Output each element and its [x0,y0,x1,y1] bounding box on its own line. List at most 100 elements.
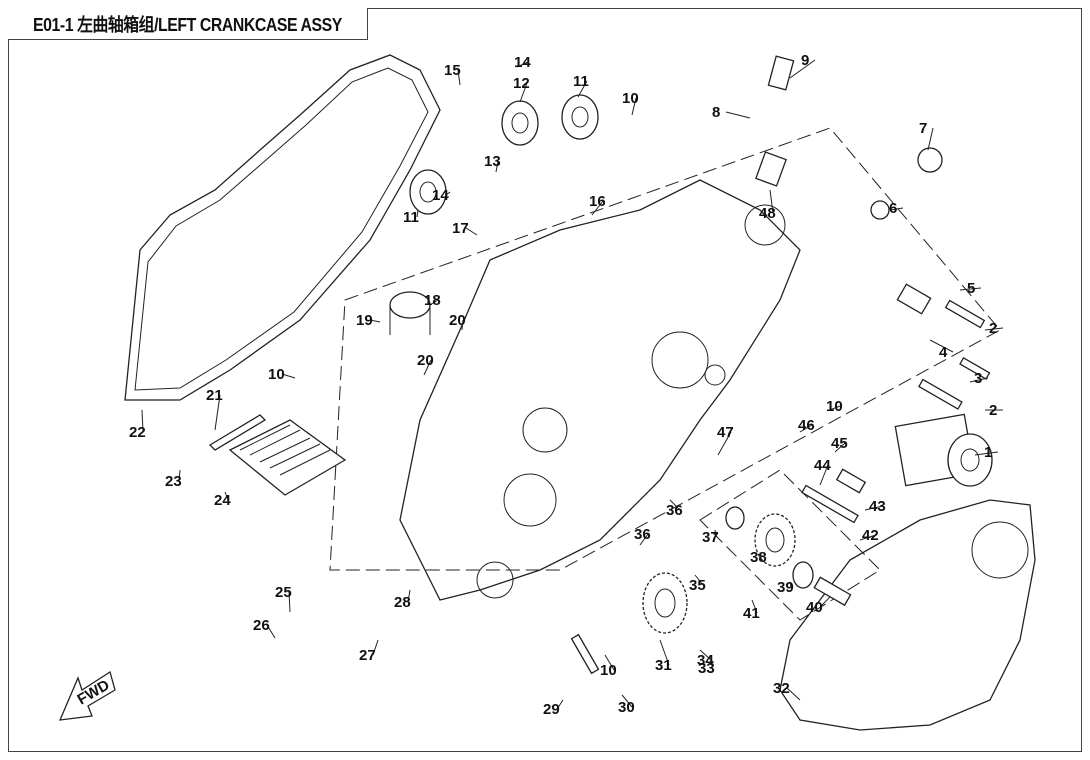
leader-line-40 [819,596,831,608]
diagram-frame [8,8,1082,752]
callout-44: 44 [814,457,831,474]
leader-line-10 [829,405,841,411]
callout-47: 47 [717,424,734,441]
leader-line-9 [789,59,816,79]
callout-11: 11 [573,73,589,90]
callout-17: 17 [452,220,469,237]
leader-line-26 [266,624,276,639]
o-ring-6 [870,200,890,220]
bolt-29 [570,633,600,675]
leader-line-4 [929,339,954,353]
seal-37 [725,506,745,530]
callout-5: 5 [967,280,975,297]
drain-bolt-9 [767,55,795,91]
callout-41: 41 [743,605,760,622]
callout-2: 2 [989,320,997,337]
callout-36: 36 [666,502,683,519]
leader-line-18 [429,299,439,306]
callout-34: 34 [697,652,714,669]
callout-32: 32 [773,680,790,697]
leader-line-25 [288,591,291,613]
leader-line-45 [834,442,846,453]
callout-42: 42 [862,527,879,544]
leader-line-11 [577,80,588,98]
leader-line-28 [407,589,411,603]
callout-14: 14 [514,54,531,71]
callout-18: 18 [424,292,441,309]
fwd-direction-arrow: FWD [58,670,116,721]
oil-filter [894,413,993,487]
callout-40: 40 [806,599,823,616]
plug-43 [835,468,867,494]
callout-11: 11 [403,209,419,226]
leader-line-30 [621,694,633,708]
page-title: E01-1 左曲轴箱组/LEFT CRANKCASE ASSY [33,14,342,35]
leader-line-31 [659,639,670,666]
leader-line-29 [556,699,564,710]
callout-15: 15 [444,62,461,79]
callout-22: 22 [129,424,146,441]
shaft-40 [813,576,852,607]
bearing-12 [501,100,539,146]
callout-labels: 1223456789101010101111121314141516171819… [129,52,1004,718]
leader-line-36 [669,499,681,511]
leader-line-12 [519,82,528,103]
leader-line-10 [631,97,637,116]
callout-1: 1 [984,444,992,461]
leader-line-1 [974,451,999,456]
callout-35: 35 [689,577,706,594]
callout-33: 33 [698,660,715,677]
crankcase-body [399,179,801,601]
callout-14: 14 [432,187,449,204]
leader-line-36 [639,533,649,546]
leader-line-5 [959,287,982,291]
bolt-42 [801,484,859,524]
leader-line-48 [769,189,774,214]
gear-38 [754,513,796,567]
leader-line-20 [461,319,464,331]
callout-43: 43 [869,498,886,515]
callout-20: 20 [417,352,434,369]
callout-13: 13 [484,153,501,170]
callout-26: 26 [253,617,270,634]
leader-line-10 [604,654,615,671]
gear-31 [642,572,688,634]
callout-23: 23 [165,473,182,490]
leader-line-20 [423,359,432,376]
callout-20: 20 [449,312,466,329]
callout-21: 21 [206,387,223,404]
leader-line-8 [725,111,751,119]
leader-line-6 [889,207,904,211]
callout-24: 24 [214,492,231,509]
leader-line-27 [372,639,379,656]
callout-27: 27 [359,647,376,664]
callout-48: 48 [759,205,776,222]
callout-10: 10 [600,662,617,679]
leader-line-17 [465,227,478,236]
bearing-11-upper [561,94,599,140]
leader-line-7 [927,127,934,151]
bolt-2-upper [944,299,986,329]
subassembly-boundary-41 [699,469,881,621]
leader-line-19 [369,319,381,323]
callout-10: 10 [826,398,843,415]
callout-45: 45 [831,435,848,452]
leader-line-35 [694,574,704,586]
callout-30: 30 [618,699,635,716]
leader-line-15 [457,69,461,86]
callout-31: 31 [655,657,672,674]
callout-10: 10 [622,90,639,107]
leader-line-16 [591,200,604,216]
callout-10: 10 [268,366,285,383]
callout-25: 25 [275,584,292,601]
bearing-11-left [409,169,447,215]
callout-19: 19 [356,312,373,329]
leader-line-10 [281,373,296,379]
callout-12: 12 [513,75,530,92]
bearing-39 [792,561,814,589]
leader-line-14 [445,191,451,196]
callout-7: 7 [919,120,927,137]
callout-39: 39 [777,579,794,596]
bolt-3 [959,357,991,380]
